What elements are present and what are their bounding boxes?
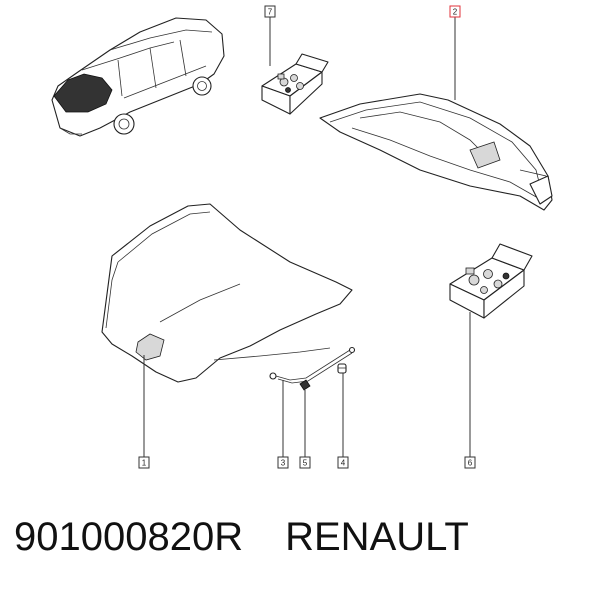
callout-3: 3 [277, 456, 289, 469]
svg-text:4: 4 [341, 459, 346, 468]
car-overview-illustration [51, 17, 225, 137]
callout-1: 1 [138, 456, 150, 469]
part-1-hood [101, 203, 353, 383]
svg-text:2: 2 [453, 8, 458, 17]
part-5-clip [299, 379, 311, 391]
svg-text:1: 1 [142, 459, 147, 468]
part-4-grommet [337, 363, 347, 374]
part-3-hood-stay-rod [269, 346, 356, 384]
brand-name: RENAULT [285, 515, 469, 559]
callout-6: 6 [464, 456, 476, 469]
callout-7: 7 [264, 5, 276, 18]
svg-text:7: 7 [268, 8, 273, 17]
leader-lines [143, 17, 471, 457]
footer-caption: 901000820R RENAULT [14, 515, 469, 565]
callout-5: 5 [299, 456, 311, 469]
svg-text:6: 6 [468, 459, 473, 468]
part-7-clip-kit-box [261, 53, 329, 115]
callout-2: 2 [449, 5, 461, 18]
part-number: 901000820R [14, 515, 244, 559]
part-2-hood-inner-panel [319, 93, 553, 211]
callout-4: 4 [337, 456, 349, 469]
svg-text:5: 5 [303, 459, 308, 468]
part-6-fitting-kit-box [449, 243, 533, 319]
svg-text:3: 3 [281, 459, 286, 468]
